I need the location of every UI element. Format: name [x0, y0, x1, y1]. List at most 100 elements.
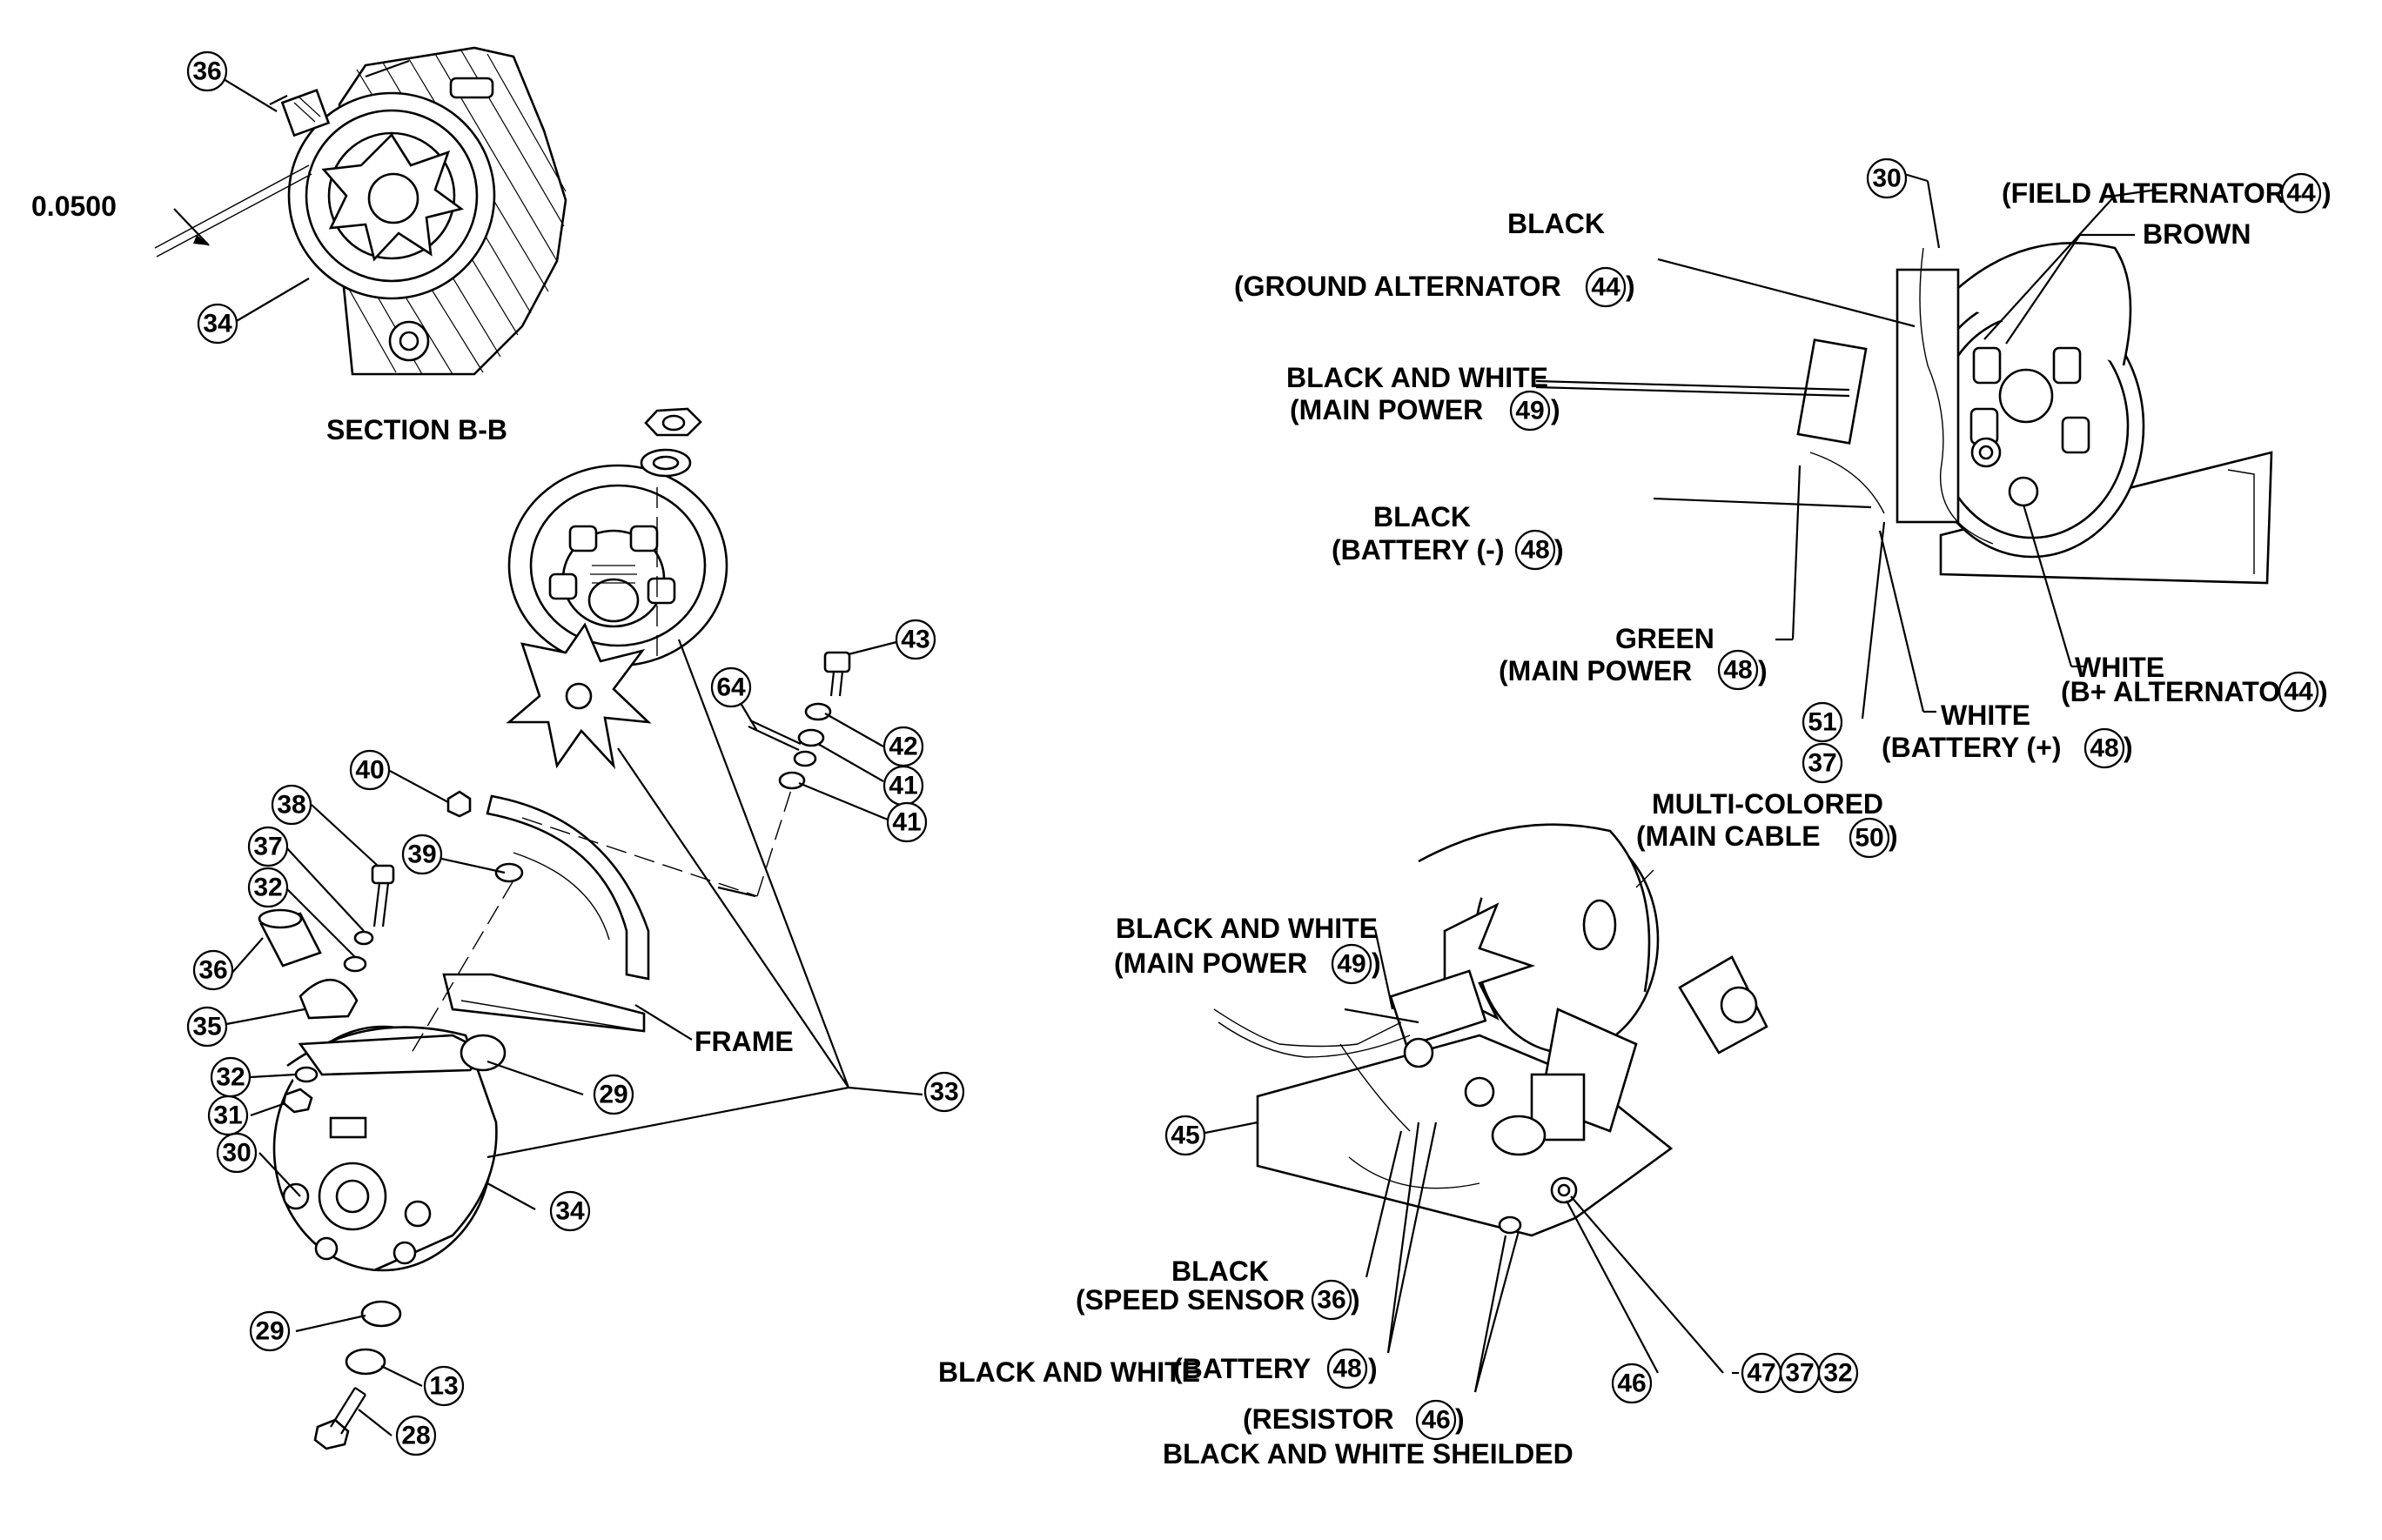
callout: 44 — [2278, 671, 2319, 713]
label-multi-colored: MULTI-COLORED — [1652, 788, 1883, 820]
callout: 33 — [923, 1071, 965, 1113]
callout-number: 36 — [192, 57, 221, 86]
label-brown: BROWN — [2143, 218, 2251, 250]
label-battery-positive: (BATTERY (+) — [1882, 732, 2062, 763]
section-b-b-view — [154, 46, 567, 376]
callout: 32 — [210, 1056, 252, 1098]
label-white-alternator: WHITE — [2075, 652, 2164, 683]
callout-number: 32 — [253, 874, 282, 902]
control-assembly-view — [1178, 823, 1768, 1393]
callout-number: 44 — [2286, 179, 2316, 208]
callout-number: 36 — [198, 956, 227, 985]
callout: 49 — [1509, 390, 1551, 432]
callout: 48 — [2083, 727, 2125, 769]
label-green: GREEN — [1615, 623, 1714, 654]
alternator-wiring-view — [1535, 172, 2273, 720]
callout-number: 46 — [1421, 1406, 1450, 1435]
callout-number: 39 — [407, 840, 436, 869]
callout-number: 37 — [1785, 1359, 1814, 1388]
label-close-paren: ) — [1626, 271, 1635, 302]
callout: 34 — [549, 1190, 591, 1232]
callout-number: 37 — [253, 833, 282, 861]
callout-number: 64 — [716, 673, 746, 702]
label-battery-bottom: (BATTERY — [1173, 1353, 1311, 1384]
callout: 43 — [895, 619, 936, 660]
callout: 29 — [249, 1310, 291, 1352]
callout-number: 48 — [1520, 536, 1549, 565]
label-main-power-bottom: (MAIN POWER — [1114, 947, 1307, 979]
label-close-paren: ) — [2124, 732, 2133, 763]
label-close-paren: ) — [1372, 947, 1381, 979]
callout-number: 41 — [889, 772, 917, 800]
callout: 64 — [710, 666, 752, 708]
label-close-paren: ) — [2322, 177, 2332, 209]
callout-number: 51 — [1808, 708, 1836, 737]
label-close-paren: ) — [1351, 1284, 1360, 1316]
callout: 32 — [1817, 1352, 1859, 1394]
callout: 31 — [207, 1095, 249, 1136]
callout: 48 — [1514, 529, 1556, 571]
callout-number: 32 — [1823, 1359, 1852, 1388]
label-field-alternator: (FIELD ALTERNATOR — [2002, 177, 2285, 209]
callout-number: 37 — [1808, 749, 1836, 778]
callout: 36 — [1311, 1279, 1352, 1321]
label-main-power-green: (MAIN POWER — [1499, 655, 1692, 686]
callout-number: 50 — [1855, 824, 1883, 853]
callout-number: 48 — [1723, 656, 1752, 685]
frame-label: FRAME — [694, 1026, 794, 1057]
callout: 34 — [197, 303, 238, 345]
label-resistor: (RESISTOR — [1243, 1403, 1394, 1435]
callout-number: 38 — [277, 791, 305, 820]
callout-number: 42 — [889, 733, 917, 761]
label-main-cable: (MAIN CABLE — [1636, 820, 1821, 852]
callout: 49 — [1331, 943, 1372, 985]
exploded-assembly — [221, 407, 923, 1450]
callout: 46 — [1415, 1399, 1457, 1441]
callout: 41 — [882, 765, 924, 807]
label-black-speed: BLACK — [1171, 1255, 1269, 1287]
label-battery-negative: (BATTERY (-) — [1332, 534, 1504, 566]
label-ground-alternator: (GROUND ALTERNATOR — [1234, 271, 1561, 302]
callout: 41 — [886, 801, 928, 843]
callout: 39 — [401, 834, 443, 875]
callout-number: 34 — [203, 310, 232, 338]
callout-number: 36 — [1317, 1286, 1345, 1315]
callout: 29 — [593, 1074, 634, 1115]
callout-number: 49 — [1515, 397, 1544, 425]
callout-number: 43 — [901, 626, 929, 654]
callout: 37 — [247, 826, 289, 867]
callout-number: 33 — [929, 1078, 958, 1107]
label-black-and-white-top: BLACK AND WHITE — [1286, 362, 1548, 393]
callout-number: 45 — [1171, 1122, 1199, 1150]
label-black-and-white-shielded: BLACK AND WHITE SHEILDED — [1163, 1438, 1573, 1470]
label-close-paren: ) — [1455, 1403, 1465, 1435]
callout: 35 — [186, 1006, 228, 1048]
callout-number: 40 — [355, 756, 384, 785]
label-white-battery: WHITE — [1941, 700, 2030, 731]
label-close-paren: ) — [1551, 394, 1560, 425]
label-close-paren: ) — [1889, 820, 1898, 852]
callout-number: 48 — [2090, 734, 2118, 763]
callout-number: 49 — [1337, 950, 1365, 979]
callout: 42 — [882, 726, 924, 767]
callout-number: 30 — [1872, 164, 1901, 193]
callout-number: 47 — [1747, 1359, 1775, 1388]
callout: 40 — [349, 749, 391, 791]
callout-number: 44 — [2284, 678, 2313, 706]
callout-number: 30 — [222, 1139, 251, 1168]
section-label: SECTION B-B — [326, 414, 507, 445]
callout-bubbles: 36 34 30 44 44 49 48 48 44 51 37 48 50 4… — [186, 50, 2322, 1456]
callout: 44 — [1585, 266, 1627, 308]
callout-number: 28 — [401, 1422, 430, 1450]
callout: 36 — [186, 50, 228, 92]
callout-number: 32 — [216, 1063, 245, 1092]
callout: 32 — [247, 867, 289, 908]
callout-number: 29 — [255, 1317, 284, 1346]
callout: 44 — [2280, 172, 2322, 214]
callout-number: 44 — [1591, 273, 1620, 302]
gap-dimension: 0.0500 — [31, 191, 117, 222]
label-close-paren: ) — [1554, 534, 1564, 566]
callout-number: 48 — [1332, 1355, 1361, 1383]
callout-number: 35 — [192, 1013, 221, 1041]
